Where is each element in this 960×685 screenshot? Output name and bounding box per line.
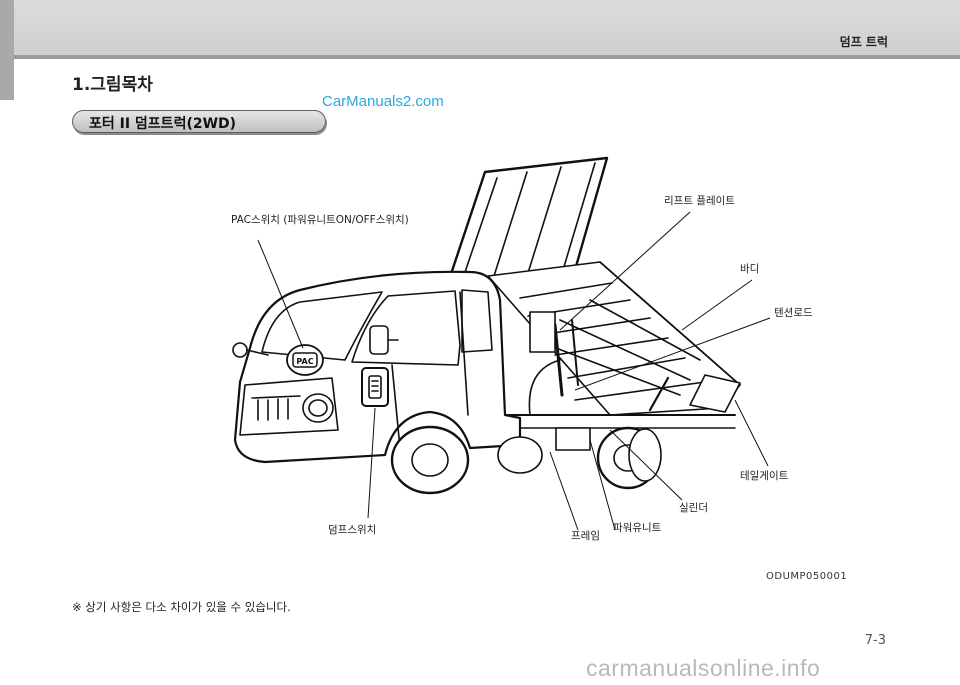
label-frame: 프레임 <box>571 530 600 542</box>
side-tab <box>0 0 14 100</box>
watermark-top: CarManuals2.com <box>322 93 444 110</box>
label-lift-plate: 리프트 플레이트 <box>664 195 735 207</box>
page-number: 7-3 <box>864 633 886 648</box>
label-tailgate: 테일게이트 <box>740 470 789 482</box>
footer-watermark: carmanualsonline.info <box>586 655 821 681</box>
label-body: 바디 <box>740 263 760 275</box>
label-tension-rod: 텐션로드 <box>774 307 813 319</box>
label-dump-switch: 덤프스위치 <box>328 524 377 536</box>
label-power-unit: 파워유니트 <box>613 522 662 534</box>
chapter-title: 덤프 트럭 <box>839 35 888 49</box>
header-band <box>0 0 960 55</box>
pac-switch-badge: PAC <box>286 344 324 376</box>
label-pac-switch: PAC스위치 (파워유니트ON/OFF스위치) <box>231 214 409 226</box>
section-title: 1.그림목차 <box>72 75 153 95</box>
label-cylinder: 실린더 <box>679 502 708 514</box>
disclaimer-note: ※ 상기 사항은 다소 차이가 있을 수 있습니다. <box>72 600 291 614</box>
pac-badge-text: PAC <box>296 357 313 366</box>
header-divider <box>0 55 960 59</box>
figure-code: ODUMP050001 <box>766 571 848 582</box>
model-pill-label: 포터 II 덤프트럭(2WD) <box>89 116 237 132</box>
model-pill: 포터 II 덤프트럭(2WD) <box>72 110 326 133</box>
